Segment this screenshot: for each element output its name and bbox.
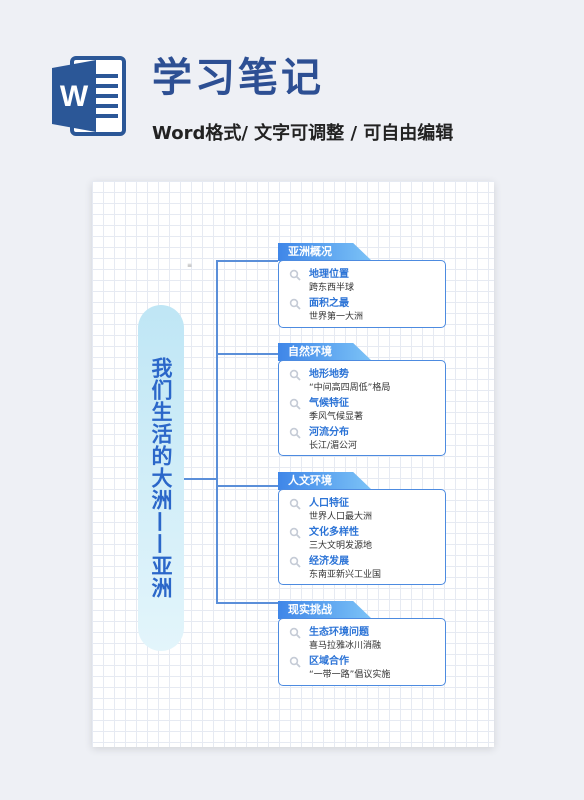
search-icon: [289, 398, 301, 410]
connector-branch-4: [216, 602, 278, 604]
entry-title: 区域合作: [309, 656, 349, 667]
connector-center-horizontal: [184, 478, 216, 480]
search-icon: [289, 427, 301, 439]
entry-title: 地形地势: [309, 369, 349, 380]
entry-desc: 长江/湄公河: [309, 441, 358, 451]
page-subtitle: Word格式/ 文字可调整 / 可自由编辑: [152, 123, 454, 144]
section-tag-nature: 自然环境: [278, 343, 372, 361]
entry-desc: 三大文明发源地: [309, 541, 373, 551]
mindmap-center-node: 我们生活的大洲——亚洲: [138, 305, 184, 651]
entry-title: 经济发展: [309, 556, 349, 567]
entry-desc: 东南亚新兴工业国: [309, 570, 382, 580]
section-box-overview: 地理位置 跨东西半球 面积之最 世界第一大洲: [278, 260, 446, 328]
section-box-challenges: 生态环境问题 喜马拉雅冰川消融 区域合作 “一带一路”倡议实施: [278, 618, 446, 686]
search-icon: [289, 556, 301, 568]
entry-title: 面积之最: [309, 298, 349, 309]
search-icon: [289, 527, 301, 539]
section-box-culture: 人口特征 世界人口最大洲 文化多样性 三大文明发源地 经济发展 东南亚新兴工业国: [278, 489, 446, 585]
paper-mark: ≡: [187, 262, 193, 269]
section-tag-overview: 亚洲概况: [278, 243, 372, 261]
entry-title: 气候特征: [309, 398, 349, 409]
entry-desc: 喜马拉雅冰川消融: [309, 641, 382, 651]
entry-title: 人口特征: [309, 498, 349, 509]
entry-desc: 世界人口最大洲: [309, 512, 373, 522]
connector-branch-1: [216, 260, 278, 262]
page-title: 学习笔记: [152, 55, 324, 101]
entry-desc: “一带一路”倡议实施: [309, 670, 391, 680]
connector-branch-2: [216, 353, 278, 355]
entry-title: 地理位置: [309, 269, 349, 280]
connector-branch-3: [216, 485, 278, 487]
entry-desc: “中间高四周低”格局: [309, 383, 391, 393]
entry-desc: 季风气候显著: [309, 412, 364, 422]
mindmap-center-text: 我们生活的大洲——亚洲: [149, 357, 173, 599]
logo-letter: W: [60, 80, 89, 113]
connector-trunk-vertical: [216, 260, 218, 602]
section-tag-challenges: 现实挑战: [278, 601, 372, 619]
document-paper: ≡ 我们生活的大洲——亚洲 亚洲概况 地理位置 跨东西半球 面积之最 世界第一大…: [92, 181, 494, 747]
search-icon: [289, 627, 301, 639]
search-icon: [289, 498, 301, 510]
entry-desc: 跨东西半球: [309, 283, 355, 293]
search-icon: [289, 369, 301, 381]
entry-title: 河流分布: [309, 427, 349, 438]
section-tag-culture: 人文环境: [278, 472, 372, 490]
search-icon: [289, 298, 301, 310]
search-icon: [289, 269, 301, 281]
word-logo-icon: W: [52, 56, 126, 136]
entry-title: 生态环境问题: [309, 627, 369, 638]
search-icon: [289, 656, 301, 668]
entry-title: 文化多样性: [309, 527, 359, 538]
entry-desc: 世界第一大洲: [309, 312, 364, 322]
section-box-nature: 地形地势 “中间高四周低”格局 气候特征 季风气候显著 河流分布 长江/湄公河: [278, 360, 446, 456]
